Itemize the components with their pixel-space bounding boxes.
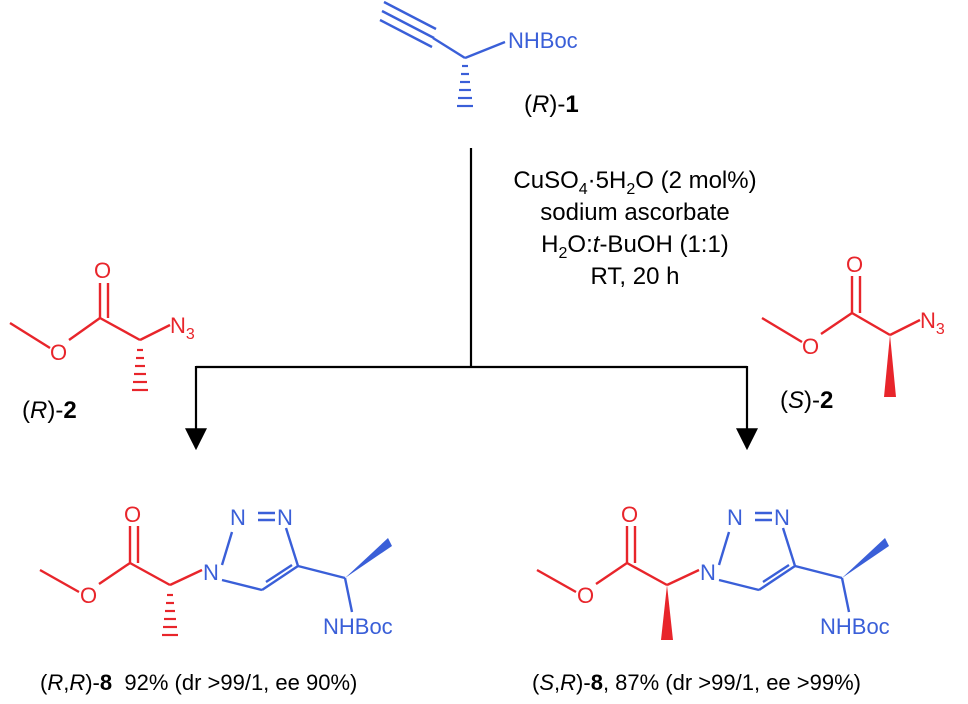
oxygen-label: O (846, 252, 863, 277)
nhboc-label: NHBoc (820, 614, 890, 639)
oxygen-label: O (802, 334, 819, 359)
condition-additive: sodium ascorbate (540, 199, 729, 226)
azide-label: N3 (170, 313, 195, 343)
product-rr8 (39, 511, 392, 637)
reaction-arrows (185, 148, 758, 451)
azide-s2 (761, 276, 921, 344)
reaction-conditions: CuSO4·5H2O (2 mol%) sodium ascorbate H2O… (513, 167, 756, 290)
hashed-bond (457, 64, 473, 108)
oxygen-label: O (621, 502, 638, 527)
product-rr8-label: (R,R)-8 92% (dr >99/1, ee 90%) (40, 670, 357, 695)
condition-catalyst: CuSO4·5H2O (2 mol%) (513, 167, 756, 198)
triazole-n-label: N (203, 560, 219, 585)
nhboc-label: NHBoc (323, 614, 393, 639)
wedge-bond (661, 585, 673, 640)
condition-solvent: H2O:t-BuOH (1:1) (541, 231, 729, 262)
product-sr8-label: (S,R)-8, 87% (dr >99/1, ee >99%) (532, 670, 861, 695)
azide-s2-label: (S)-2 (780, 387, 833, 414)
oxygen-label: O (577, 583, 594, 608)
wedge-bond (884, 335, 896, 397)
azide-r2 (9, 283, 171, 392)
azide-r2-label: (R)-2 (22, 397, 77, 424)
triazole-n-label: N (277, 505, 293, 530)
product-sr8 (536, 511, 889, 640)
nhboc-label: NHBoc (508, 28, 578, 53)
triazole-n-label: N (774, 505, 790, 530)
azide-label: N3 (920, 308, 945, 338)
triazole-n-label: N (727, 505, 743, 530)
reagent-label: (R)-1 (524, 91, 579, 118)
oxygen-label: O (94, 258, 111, 283)
triazole-n-label: N (700, 560, 716, 585)
triazole-n-label: N (230, 505, 246, 530)
oxygen-label: O (124, 502, 141, 527)
reagent-r1 (379, 0, 506, 108)
oxygen-label: O (80, 583, 97, 608)
condition-time: RT, 20 h (591, 263, 680, 290)
oxygen-label: O (50, 340, 67, 365)
wedge-bond (842, 538, 889, 578)
wedge-bond (345, 538, 392, 578)
